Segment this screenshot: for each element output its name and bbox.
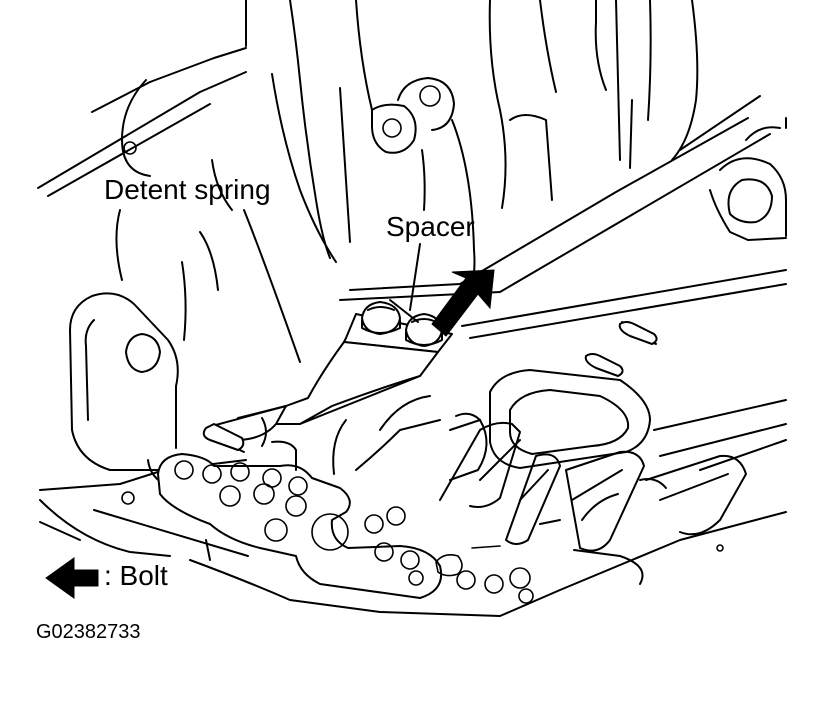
bolt-legend-label: : Bolt bbox=[104, 560, 168, 591]
bolt-indicator-arrow bbox=[431, 269, 495, 337]
housing-outline bbox=[37, 0, 787, 291]
figure-code: G02382733 bbox=[36, 621, 141, 643]
guide-rail bbox=[339, 117, 787, 377]
leader-lines bbox=[243, 209, 421, 363]
detent-spring-label: Detent spring bbox=[104, 174, 271, 205]
bolt-legend-arrow-icon bbox=[45, 557, 99, 599]
fluid-channels bbox=[332, 369, 787, 585]
valve-body-plate bbox=[39, 453, 787, 617]
manual-lever bbox=[69, 159, 233, 471]
spacer-label: Spacer bbox=[386, 211, 475, 242]
